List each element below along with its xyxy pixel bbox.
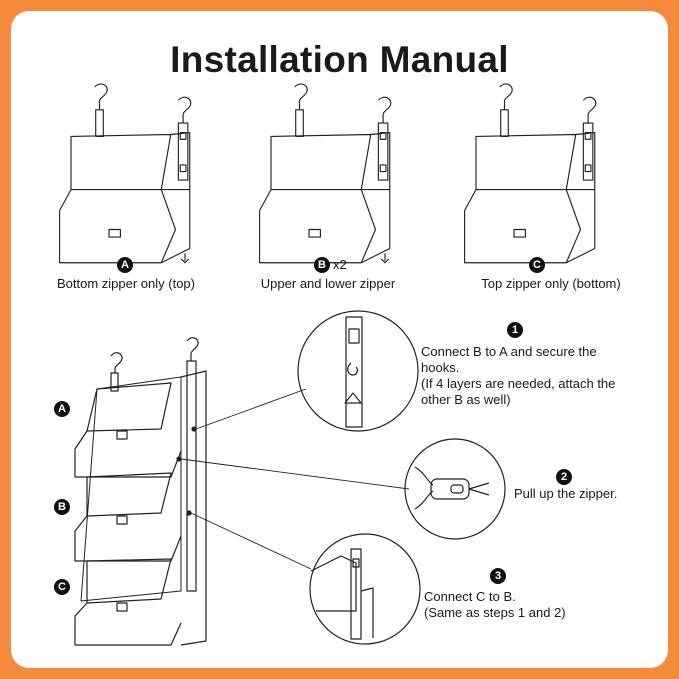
page-title: Installation Manual xyxy=(170,39,509,80)
diagram-c xyxy=(464,83,597,264)
caption-c: Top zipper only (bottom) xyxy=(481,276,621,291)
step-3-line-2: (Same as steps 1 and 2) xyxy=(424,605,566,620)
step-1-line-1: Connect B to A and secure the xyxy=(421,344,597,359)
stack-label-c: C xyxy=(54,579,70,595)
step-1-line-3: (If 4 layers are needed, attach the xyxy=(421,376,616,391)
diagram-a xyxy=(59,83,192,264)
step-2-badge: 2 xyxy=(556,469,572,485)
badge-b: B xyxy=(314,257,330,273)
illustration-layer xyxy=(59,83,597,646)
stack-label-a: A xyxy=(54,401,70,417)
caption-b: Upper and lower zipper xyxy=(260,276,396,291)
caption-a: Bottom zipper only (top) xyxy=(56,276,195,291)
detail-2 xyxy=(404,438,506,540)
multiplier-b: x2 xyxy=(333,257,347,272)
detail-1 xyxy=(297,310,419,432)
step-1-line-4: other B as well) xyxy=(421,392,511,407)
badge-c: C xyxy=(529,257,545,273)
step-2-line-1: Pull up the zipper. xyxy=(514,486,618,501)
stacked-unit xyxy=(74,337,207,646)
step-1-badge: 1 xyxy=(507,322,523,338)
stack-label-b: B xyxy=(54,499,70,515)
diagram-b xyxy=(259,83,392,264)
step-1-line-2: hooks. xyxy=(421,360,460,375)
detail-3 xyxy=(309,533,421,645)
step-3-line-1: Connect C to B. xyxy=(424,589,516,604)
step-3-badge: 3 xyxy=(490,568,506,584)
manual-card: Installation Manual xyxy=(11,11,668,668)
badge-a: A xyxy=(117,257,133,273)
